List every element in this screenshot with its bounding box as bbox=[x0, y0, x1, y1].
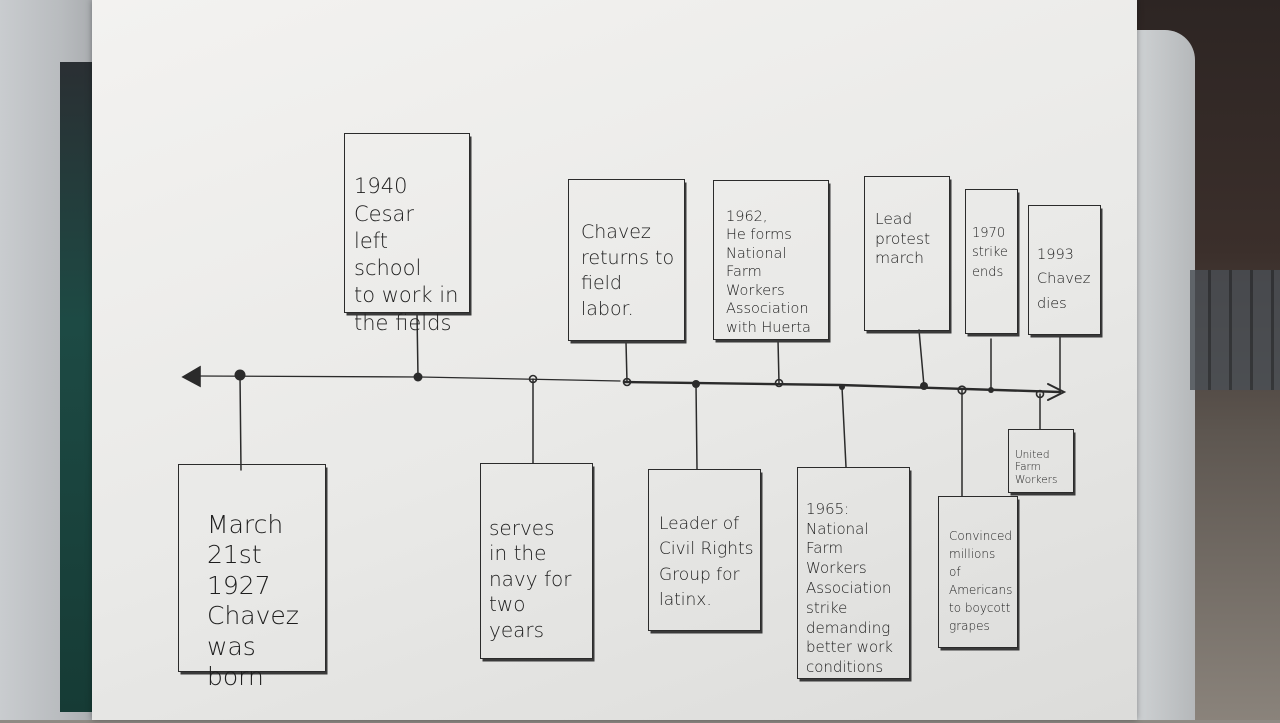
event-box-returns: Chavez returns to field labor. bbox=[568, 179, 685, 341]
event-box-nfwa: 1962, He forms National Farm Workers Ass… bbox=[713, 180, 829, 340]
laptop-keyboard bbox=[1190, 270, 1280, 390]
event-box-1965: 1965: National Farm Workers Association … bbox=[797, 467, 910, 679]
event-box-school: 1940 Cesar left school to work in the fi… bbox=[344, 133, 470, 335]
event-text-born: March 21st 1927 Chavez was born bbox=[207, 509, 299, 692]
event-box-1993: 1993 Chavez dies bbox=[1028, 205, 1101, 335]
event-text-boycott: Convinced millions of Americans to boyco… bbox=[949, 529, 1013, 633]
event-text-nfwa: 1962, He forms National Farm Workers Ass… bbox=[726, 208, 811, 336]
paper-sheet bbox=[92, 0, 1137, 720]
event-text-1965: 1965: National Farm Workers Association … bbox=[806, 499, 893, 677]
event-box-1970: 1970 strike ends bbox=[965, 189, 1018, 334]
event-box-boycott: Convinced millions of Americans to boyco… bbox=[938, 496, 1018, 648]
event-text-returns: Chavez returns to field labor. bbox=[581, 220, 675, 321]
event-box-protest: Lead protest march bbox=[864, 176, 950, 331]
event-box-navy: serves in the navy for two years bbox=[480, 463, 593, 659]
event-text-1993: 1993 Chavez dies bbox=[1037, 246, 1091, 312]
event-text-ufw: United Farm Workers bbox=[1015, 448, 1058, 486]
event-box-ufw: United Farm Workers bbox=[1008, 429, 1074, 493]
event-text-navy: serves in the navy for two years bbox=[489, 515, 572, 642]
event-box-born: March 21st 1927 Chavez was born bbox=[178, 464, 326, 691]
event-text-school: 1940 Cesar left school to work in the fi… bbox=[354, 174, 459, 335]
event-text-1970: 1970 strike ends bbox=[972, 225, 1008, 280]
event-text-protest: Lead protest march bbox=[875, 210, 931, 268]
event-text-civil: Leader of Civil Rights Group for latinx. bbox=[659, 513, 754, 611]
event-box-civil: Leader of Civil Rights Group for latinx. bbox=[648, 469, 761, 631]
laptop-right-bezel bbox=[1135, 30, 1195, 720]
